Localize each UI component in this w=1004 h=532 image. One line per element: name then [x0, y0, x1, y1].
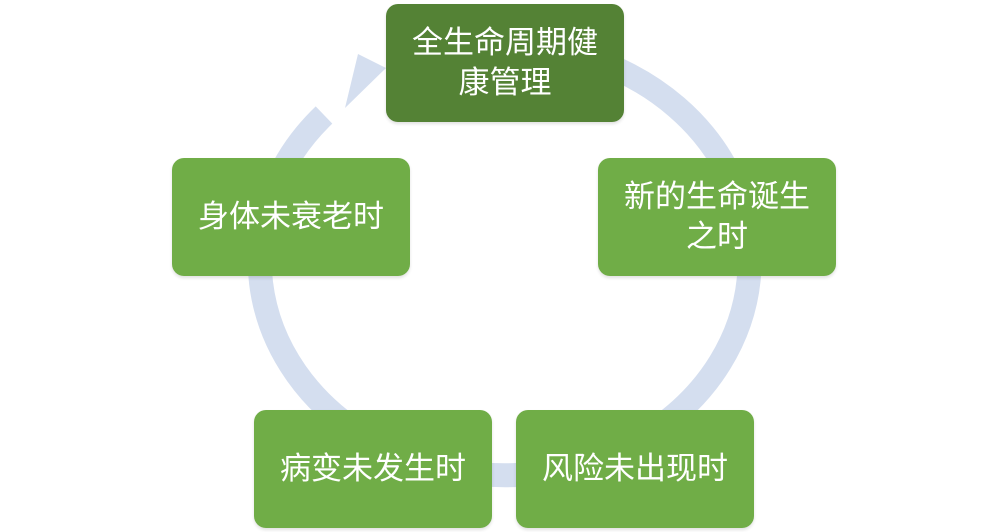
cycle-node-lifecycle-health-management: 全生命周期健康管理	[386, 4, 624, 122]
cycle-node-birth: 新的生命诞生之时	[598, 158, 836, 276]
cycle-node-before-disease: 病变未发生时	[254, 410, 492, 528]
cycle-node-before-risk: 风险未出现时	[516, 410, 754, 528]
cycle-node-before-aging: 身体未衰老时	[172, 158, 410, 276]
cycle-node-label: 身体未衰老时	[198, 199, 384, 235]
cycle-arrowhead	[345, 54, 386, 108]
cycle-node-label: 新的生命诞生之时	[624, 179, 810, 255]
cycle-node-label: 全生命周期健康管理	[412, 25, 598, 101]
cycle-node-label: 风险未出现时	[542, 451, 728, 487]
cycle-node-label: 病变未发生时	[280, 451, 466, 487]
